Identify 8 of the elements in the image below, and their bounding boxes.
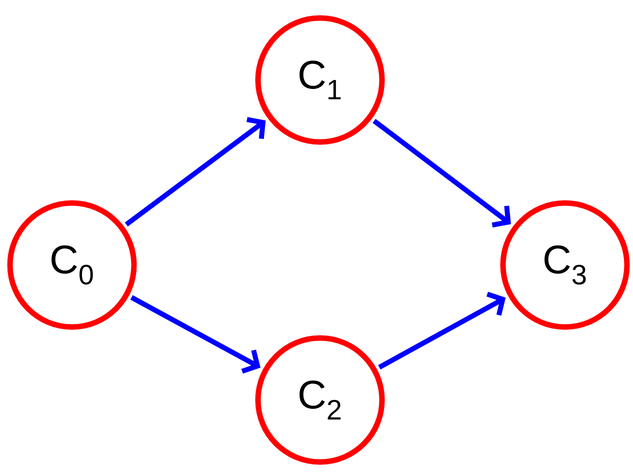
arrow bbox=[124, 117, 266, 226]
circle-node: C$_{2}$ bbox=[255, 335, 385, 465]
circle-node: C$_{1}$ bbox=[255, 15, 385, 145]
circle-node: C$_{3}$ bbox=[500, 200, 630, 330]
arrow bbox=[130, 295, 260, 374]
arrow bbox=[372, 118, 511, 228]
arrow bbox=[378, 292, 506, 370]
circle-node: C$_{0}$ bbox=[7, 200, 137, 330]
